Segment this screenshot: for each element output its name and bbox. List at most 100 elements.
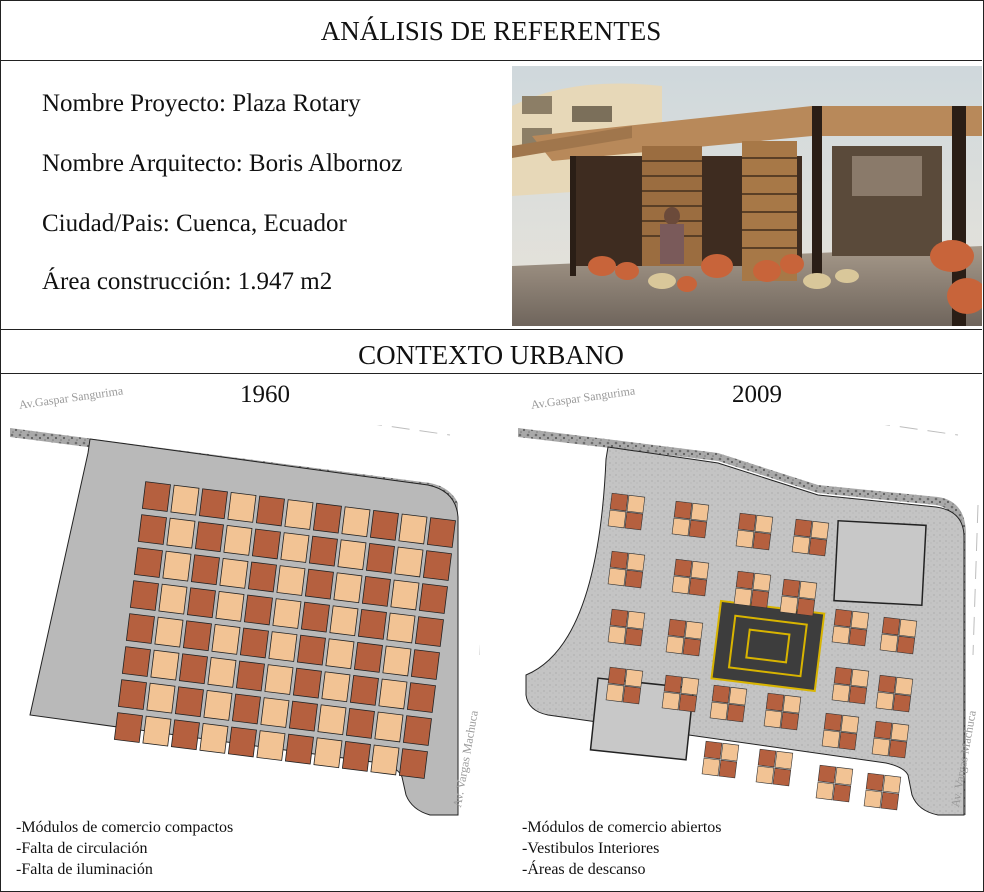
module-2009 (690, 560, 710, 580)
module-1960 (223, 524, 253, 556)
module-cluster-2009 (709, 684, 748, 723)
module-2009 (609, 608, 629, 628)
module-cluster-2009 (863, 772, 902, 811)
module-cluster-2009 (821, 712, 860, 751)
module-2009 (750, 589, 770, 609)
module-2009 (823, 712, 843, 732)
sheet-title: ANÁLISIS DE REFERENTES (320, 16, 662, 46)
module-2009 (850, 668, 870, 688)
module-2009 (833, 666, 853, 686)
module-2009 (688, 519, 708, 539)
module-2009 (622, 685, 642, 705)
module-2009 (848, 685, 868, 705)
module-1960 (386, 612, 416, 644)
module-1960 (256, 730, 286, 761)
divider-photo (0, 329, 982, 330)
module-2009 (894, 676, 914, 696)
module-2009 (831, 683, 851, 703)
module-1960 (308, 535, 338, 567)
module-2009 (754, 514, 774, 534)
module-2009 (673, 500, 693, 520)
module-2009 (733, 587, 753, 607)
module-2009 (817, 764, 837, 784)
module-1960 (198, 488, 228, 520)
note-1960-1: -Módulos de comercio compactos (16, 819, 234, 836)
module-1960 (398, 513, 428, 545)
plan-1960 (10, 425, 480, 816)
module-1960 (313, 737, 343, 769)
module-2009 (779, 595, 799, 615)
module-2009 (815, 781, 835, 801)
module-2009 (607, 666, 627, 686)
module-2009 (833, 608, 853, 628)
module-2009 (624, 511, 644, 531)
module-1960 (370, 744, 400, 776)
module-2009 (808, 537, 828, 557)
module-cluster-2009 (671, 558, 710, 597)
module-2009 (703, 740, 723, 760)
module-2009 (865, 772, 885, 792)
module-2009 (667, 618, 687, 638)
module-1960 (292, 667, 322, 699)
module-2009 (840, 714, 860, 734)
module-2009 (626, 494, 646, 514)
module-2009 (752, 531, 772, 551)
module-1960 (296, 634, 326, 666)
module-cluster-2009 (733, 570, 772, 609)
module-2009 (774, 750, 794, 770)
module-2009 (626, 610, 646, 630)
module-2009 (607, 625, 627, 645)
module-1960 (166, 517, 196, 549)
module-2009 (624, 569, 644, 589)
module-cluster-2009 (875, 674, 914, 713)
module-2009 (626, 552, 646, 572)
module-2009 (711, 684, 731, 704)
module-1960 (215, 590, 245, 622)
module-1960 (182, 620, 212, 652)
module-2009 (609, 550, 629, 570)
module-2009 (735, 570, 755, 590)
module-1960 (414, 616, 444, 647)
module-1960 (304, 568, 334, 600)
module-1960 (194, 521, 224, 553)
module-1960 (280, 532, 310, 563)
module-1960 (255, 495, 285, 527)
module-2009 (892, 693, 912, 713)
module-2009 (882, 774, 902, 794)
module-2009 (834, 766, 854, 786)
module-1960 (349, 674, 379, 706)
module-2009 (831, 625, 851, 645)
divider-header (0, 60, 982, 61)
module-2009 (875, 691, 895, 711)
module-1960 (178, 653, 208, 685)
module-2009 (879, 633, 899, 653)
module-2009 (798, 580, 818, 600)
module-1960 (264, 664, 294, 695)
notes-2009: -Módulos de comercio abiertos -Vestibulo… (522, 817, 722, 880)
module-cluster-2009 (735, 512, 774, 551)
note-2009-3: -Áreas de descanso (522, 861, 646, 878)
module-2009 (821, 729, 841, 749)
module-1960 (150, 649, 180, 681)
project-architect: Nombre Arquitecto: Boris Albornoz (42, 150, 403, 177)
module-1960 (170, 719, 200, 751)
module-2009 (791, 535, 811, 555)
module-2009 (850, 610, 870, 630)
module-1960 (398, 748, 428, 779)
module-1960 (260, 697, 290, 728)
module-cluster-2009 (607, 492, 646, 531)
module-2009 (680, 676, 700, 696)
module-1960 (418, 583, 448, 614)
market-photo (512, 66, 982, 326)
context-title: CONTEXTO URBANO (358, 340, 624, 370)
year-1960: 1960 (240, 381, 290, 408)
module-1960 (365, 542, 395, 574)
module-1960 (374, 711, 404, 743)
module-2009 (671, 575, 691, 595)
module-2009 (755, 765, 775, 785)
module-2009 (624, 627, 644, 647)
module-1960 (369, 509, 399, 541)
module-cluster-2009 (607, 550, 646, 589)
module-2009 (726, 703, 746, 723)
module-cluster-2009 (763, 692, 802, 731)
